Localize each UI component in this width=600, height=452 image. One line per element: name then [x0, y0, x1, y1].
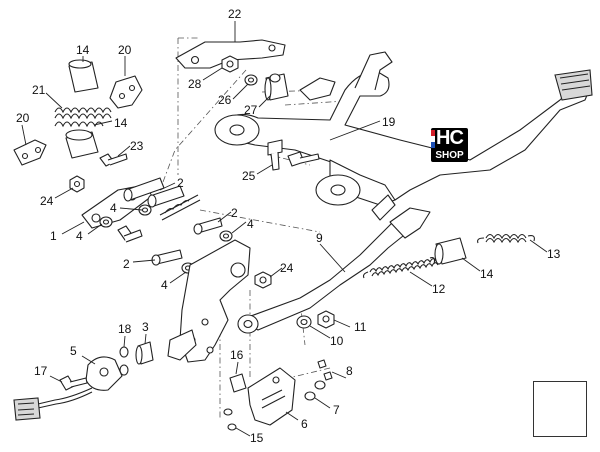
callout-5: 5 [70, 344, 77, 358]
part-20-spring-bracket-left [13, 139, 47, 166]
part-5-sensor-cable [13, 387, 93, 421]
callout-19: 19 [382, 115, 396, 129]
callout-4-d: 4 [161, 278, 168, 292]
part-13-spring [477, 233, 535, 244]
part-19-stand-arm-right [315, 174, 361, 206]
part-19-stand-arm-left [214, 114, 260, 146]
flag-stripes [431, 130, 435, 148]
part-bracket-small [167, 329, 197, 361]
callout-9: 9 [316, 231, 323, 245]
part-24-nut-left [69, 175, 85, 193]
part-2-pin-c [193, 217, 223, 235]
callout-24-left: 24 [40, 194, 54, 208]
part-2-pin-b [147, 185, 185, 208]
callout-16: 16 [230, 348, 244, 362]
hc-shop-logo: HC SHOP [431, 127, 468, 162]
callout-10: 10 [330, 334, 344, 348]
callout-28: 28 [188, 77, 202, 91]
callout-2-b: 2 [231, 206, 238, 220]
part-20-spring-bracket-top [109, 75, 143, 109]
callout-25: 25 [242, 169, 256, 183]
callout-22: 22 [228, 7, 242, 21]
part-25b-bolt [287, 151, 320, 167]
callout-15: 15 [250, 431, 264, 445]
part-19-center-stand-frame [224, 51, 593, 206]
callout-14-mid: 14 [114, 116, 128, 130]
part-14-sleeve-right [434, 237, 467, 265]
callout-13: 13 [547, 247, 561, 261]
part-26b-washer [269, 73, 281, 83]
part-8-screws [317, 359, 333, 381]
part-22-bracket [175, 39, 286, 69]
callout-4-c: 4 [247, 217, 254, 231]
callout-27: 27 [244, 103, 258, 117]
part-2-pin-d [151, 249, 183, 266]
leader-lines [21, 21, 548, 437]
part-14-sleeve-mid [65, 129, 99, 159]
part-2-pin-a [123, 177, 165, 202]
callout-7: 7 [333, 403, 340, 417]
part-5-side-stand-sensor [85, 356, 123, 391]
part-10-washer [296, 315, 312, 329]
callout-2-c: 2 [123, 257, 130, 271]
part-21-springs [54, 107, 112, 128]
callout-11: 11 [354, 320, 367, 334]
part-16-clip [229, 373, 247, 393]
part-6-cover [247, 367, 296, 426]
callout-6: 6 [301, 417, 308, 431]
callout-2-a: 2 [177, 176, 184, 190]
callout-20-left: 20 [16, 111, 30, 125]
part-12-spring [362, 257, 443, 279]
part-26-washer [244, 74, 258, 86]
part-29-inset-frame [533, 381, 587, 437]
part-7-washers [304, 380, 326, 401]
callout-17: 17 [34, 364, 48, 378]
part-stand-bracket-plate [179, 239, 251, 363]
callout-24-right: 24 [280, 261, 294, 275]
part-24-nut-right [254, 271, 272, 289]
part-15-bolt [223, 408, 237, 431]
part-28-nut [221, 55, 239, 73]
part-3-bushing [135, 341, 154, 365]
part-11-nut [317, 310, 335, 329]
logo-hc-text: HC [436, 127, 464, 149]
callout-3: 3 [142, 320, 149, 334]
part-25-bolt [267, 139, 283, 171]
callout-21: 21 [32, 83, 46, 97]
callout-1: 1 [50, 229, 57, 243]
callout-14-right: 14 [480, 267, 494, 281]
part-18-washer [119, 346, 129, 376]
callout-26: 26 [218, 93, 232, 107]
callout-8: 8 [346, 364, 353, 378]
callout-4-b: 4 [76, 229, 83, 243]
callout-14-top: 14 [76, 43, 90, 57]
part-23-bolt [99, 153, 128, 167]
callout-23: 23 [130, 139, 144, 153]
part-bolt-upper-linkage [117, 225, 143, 243]
part-14-sleeve-top [68, 59, 99, 93]
part-link-spring [159, 194, 201, 221]
logo-shop-text: SHOP [435, 150, 464, 161]
callout-18: 18 [118, 322, 132, 336]
part-17-screw [59, 375, 88, 391]
callout-12: 12 [432, 282, 446, 296]
part-9-side-stand [237, 194, 431, 334]
callout-4-a: 4 [110, 201, 117, 215]
callout-20-top: 20 [118, 43, 132, 57]
